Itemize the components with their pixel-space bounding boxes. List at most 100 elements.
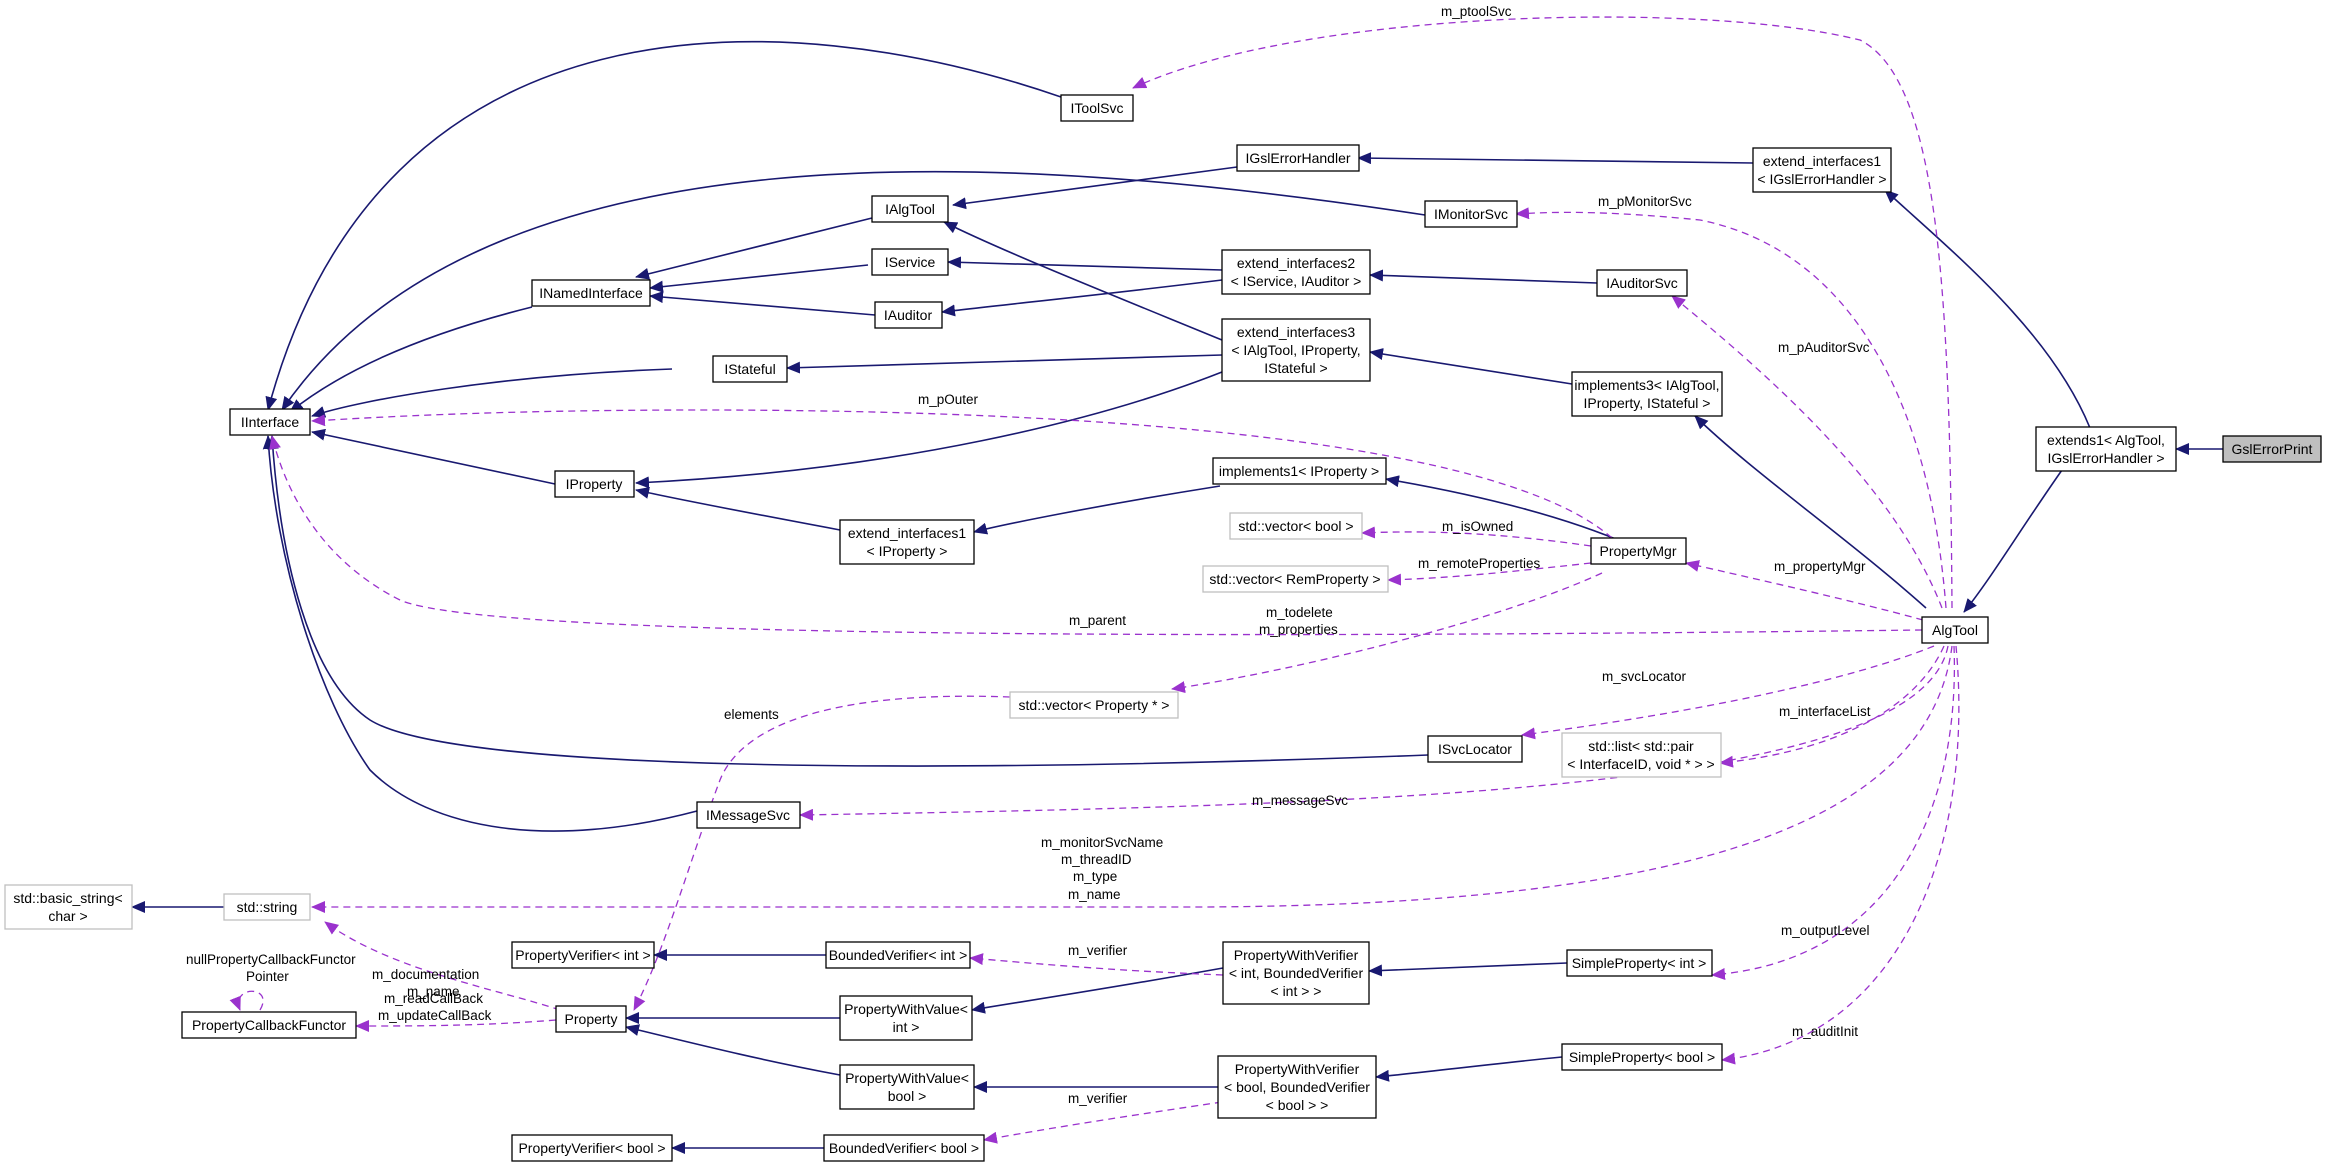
node-std-string-label: std::string xyxy=(237,899,298,915)
node-propertyverifier-bool[interactable]: PropertyVerifier< bool > xyxy=(511,1134,673,1162)
node-boundedverifier-int[interactable]: BoundedVerifier< int > xyxy=(825,941,971,969)
edge-igslerrorhandler-ialgtool xyxy=(952,166,1238,210)
node-istateful-label: IStateful xyxy=(724,361,775,377)
node-propertywithverifier-int-label-2: < int, BoundedVerifier xyxy=(1229,965,1364,981)
use-propertymgr xyxy=(1685,560,1924,621)
node-propertywithverifier-bool[interactable]: PropertyWithVerifier < bool, BoundedVeri… xyxy=(1217,1055,1377,1119)
node-ialgtool[interactable]: IAlgTool xyxy=(871,195,949,223)
label-type: m_type xyxy=(1073,869,1117,884)
node-implements1[interactable]: implements1< IProperty > xyxy=(1212,457,1387,485)
node-propertyverifier-int-label: PropertyVerifier< int > xyxy=(515,947,650,963)
node-itoolsvc-label: IToolSvc xyxy=(1071,100,1124,116)
node-boundedverifier-bool[interactable]: BoundedVerifier< bool > xyxy=(823,1134,985,1162)
node-vector-remproperty[interactable]: std::vector< RemProperty > xyxy=(1202,565,1389,593)
use-parent xyxy=(269,435,1923,636)
node-boundedverifier-bool-label: BoundedVerifier< bool > xyxy=(829,1140,979,1156)
node-property[interactable]: Property xyxy=(555,1005,627,1033)
node-std-string[interactable]: std::string xyxy=(223,893,311,921)
label-name2: m_name xyxy=(407,984,460,999)
edge-labels: m_ptoolSvc m_pMonitorSvc m_pAuditorSvc m… xyxy=(186,4,1871,1106)
node-iinterface[interactable]: IInterface xyxy=(229,408,311,436)
label-pouter: m_pOuter xyxy=(918,392,979,407)
label-isowned: m_isOwned xyxy=(1442,519,1513,534)
node-propertymgr[interactable]: PropertyMgr xyxy=(1590,537,1687,565)
node-simpleproperty-int-label: SimpleProperty< int > xyxy=(1572,955,1707,971)
node-ext-interfaces1-igsl-label-1: extend_interfaces1 xyxy=(1763,153,1882,169)
node-boundedverifier-int-label: BoundedVerifier< int > xyxy=(829,947,968,963)
edge-istateful-iinterface xyxy=(311,368,673,418)
node-gslerrorprint[interactable]: GslErrorPrint xyxy=(2222,435,2322,463)
label-outputlevel: m_outputLevel xyxy=(1781,923,1870,938)
edge-imessagesvc-iinterface xyxy=(262,435,698,832)
node-ext-interfaces2[interactable]: extend_interfaces2 < IService, IAuditor … xyxy=(1221,249,1371,295)
node-imonitorsvc[interactable]: IMonitorSvc xyxy=(1424,200,1518,228)
edge-ext-igsl-igslerrorhandler xyxy=(1357,152,1754,165)
edge-ext3-istateful xyxy=(786,354,1223,374)
node-implements3[interactable]: implements3< IAlgTool, IProperty, IState… xyxy=(1571,371,1723,417)
node-simpleproperty-bool-label: SimpleProperty< bool > xyxy=(1569,1049,1715,1065)
node-propertywithvalue-int-label-1: PropertyWithValue< xyxy=(844,1001,968,1017)
node-iauditorsvc[interactable]: IAuditorSvc xyxy=(1596,269,1688,297)
node-vector-remproperty-label: std::vector< RemProperty > xyxy=(1209,571,1380,587)
node-propertyverifier-int[interactable]: PropertyVerifier< int > xyxy=(511,941,655,969)
node-iauditor[interactable]: IAuditor xyxy=(874,301,943,329)
node-extends1[interactable]: extends1< AlgTool, IGslErrorHandler > xyxy=(2035,426,2177,472)
node-propertywithverifier-bool-label-1: PropertyWithVerifier xyxy=(1235,1061,1360,1077)
node-iservice[interactable]: IService xyxy=(871,248,949,276)
node-iproperty[interactable]: IProperty xyxy=(554,470,635,498)
node-iauditor-label: IAuditor xyxy=(884,307,933,323)
node-ext-interfaces3[interactable]: extend_interfaces3 < IAlgTool, IProperty… xyxy=(1221,318,1371,382)
node-ext-interfaces1-igsl-label-2: < IGslErrorHandler > xyxy=(1757,171,1886,187)
node-vector-bool[interactable]: std::vector< bool > xyxy=(1229,512,1363,540)
node-iproperty-label: IProperty xyxy=(566,476,623,492)
node-basic-string[interactable]: std::basic_string< char > xyxy=(4,884,133,930)
edge-propertymgr-impl1 xyxy=(1385,475,1631,546)
node-implements3-label-1: implements3< IAlgTool, xyxy=(1574,377,1719,393)
node-inamedinterface[interactable]: INamedInterface xyxy=(531,279,651,307)
label-messagesvc: m_messageSvc xyxy=(1252,793,1348,808)
node-propertywithvalue-bool-label-1: PropertyWithValue< xyxy=(845,1070,969,1086)
node-gslerrorprint-label: GslErrorPrint xyxy=(2232,441,2313,457)
label-parent: m_parent xyxy=(1069,613,1126,628)
use-interfacelist xyxy=(1719,645,1945,768)
edge-impl1-extp xyxy=(973,485,1221,535)
label-svclocator: m_svcLocator xyxy=(1602,669,1687,684)
use-svclocator xyxy=(1521,645,1935,740)
node-igslerrorhandler-label: IGslErrorHandler xyxy=(1245,150,1350,166)
edge-imonitorsvc-iinterface xyxy=(281,170,1426,411)
node-propertywithverifier-bool-label-2: < bool, BoundedVerifier xyxy=(1224,1079,1370,1095)
node-iauditorsvc-label: IAuditorSvc xyxy=(1606,275,1678,291)
node-std-list-label-1: std::list< std::pair xyxy=(1588,738,1694,754)
node-ext-interfaces1-igsl[interactable]: extend_interfaces1 < IGslErrorHandler > xyxy=(1752,147,1892,193)
node-algtool[interactable]: AlgTool xyxy=(1921,616,1989,644)
node-vector-property-ptr-label: std::vector< Property * > xyxy=(1019,697,1170,713)
node-std-list[interactable]: std::list< std::pair < InterfaceID, void… xyxy=(1561,732,1722,778)
node-isvclocator[interactable]: ISvcLocator xyxy=(1427,735,1523,763)
use-pauditorsvc xyxy=(1671,295,1943,609)
node-propertywithverifier-int-label-1: PropertyWithVerifier xyxy=(1234,947,1359,963)
label-threadid: m_threadID xyxy=(1061,852,1132,867)
node-vector-property-ptr[interactable]: std::vector< Property * > xyxy=(1009,691,1179,719)
node-imessagesvc[interactable]: IMessageSvc xyxy=(696,801,801,829)
node-ext-interfaces1-iproperty-label-2: < IProperty > xyxy=(867,543,948,559)
use-pouter xyxy=(311,409,1613,539)
label-updatecallback: m_updateCallBack xyxy=(378,1008,492,1023)
node-itoolsvc[interactable]: IToolSvc xyxy=(1060,94,1134,122)
node-ext-interfaces1-iproperty[interactable]: extend_interfaces1 < IProperty > xyxy=(839,519,975,565)
node-simpleproperty-bool[interactable]: SimpleProperty< bool > xyxy=(1561,1043,1723,1071)
node-basic-string-label-1: std::basic_string< xyxy=(13,890,122,906)
edge-impl3-ext3 xyxy=(1369,348,1573,385)
use-elements xyxy=(633,695,1011,1011)
node-propertywithvalue-int[interactable]: PropertyWithValue< int > xyxy=(839,995,973,1041)
node-simpleproperty-int[interactable]: SimpleProperty< int > xyxy=(1566,949,1713,977)
node-property-label: Property xyxy=(565,1011,618,1027)
node-propertycallbackfunctor[interactable]: PropertyCallbackFunctor xyxy=(181,1011,357,1039)
node-propertywithverifier-int[interactable]: PropertyWithVerifier < int, BoundedVerif… xyxy=(1222,941,1370,1005)
node-inamedinterface-label: INamedInterface xyxy=(539,285,643,301)
edge-ext2-iauditor xyxy=(941,279,1223,317)
edge-ext2-iservice xyxy=(947,256,1223,271)
node-igslerrorhandler[interactable]: IGslErrorHandler xyxy=(1236,144,1360,172)
node-propertywithvalue-bool[interactable]: PropertyWithValue< bool > xyxy=(839,1064,975,1110)
node-istateful[interactable]: IStateful xyxy=(712,355,788,383)
